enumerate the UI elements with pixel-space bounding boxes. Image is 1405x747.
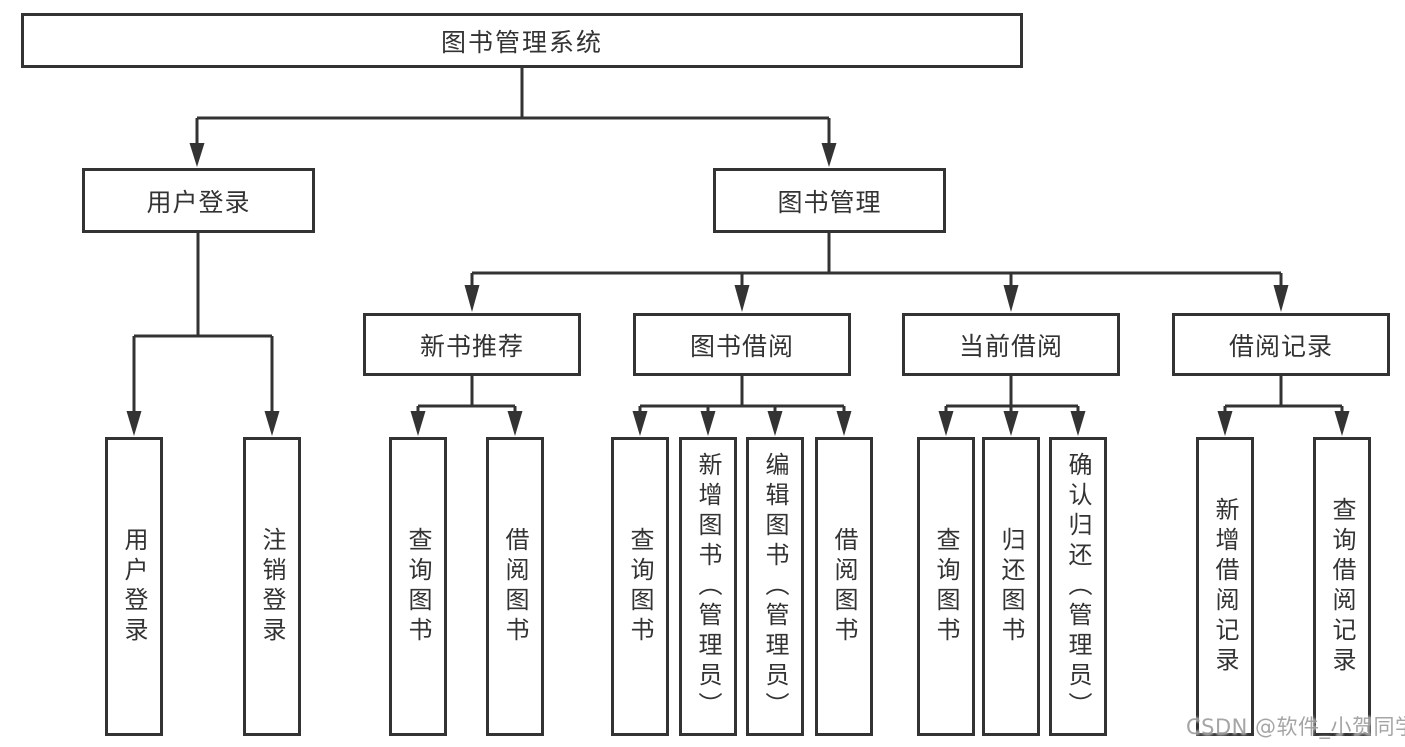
node-book-borrowing-label: 图书借阅 bbox=[689, 331, 794, 361]
leaf-query-books-borrowing: 查询图书 bbox=[611, 437, 669, 736]
leaf-add-borrow-record: 新增借阅记录 bbox=[1196, 437, 1254, 736]
leaf-user-login-label: 用户登录 bbox=[120, 526, 148, 647]
node-current-borrowing-label: 当前借阅 bbox=[958, 331, 1063, 361]
node-borrowing-records-label: 借阅记录 bbox=[1228, 331, 1333, 361]
leaf-return-books: 归还图书 bbox=[982, 437, 1040, 736]
node-library-management-system-label: 图书管理系统 bbox=[440, 27, 603, 57]
node-user-login-label: 用户登录 bbox=[146, 187, 251, 217]
leaf-confirm-return-admin-label: 确认归还（管理员） bbox=[1064, 451, 1092, 722]
node-new-book-recommendation-label: 新书推荐 bbox=[419, 331, 524, 361]
leaf-user-login: 用户登录 bbox=[105, 437, 163, 736]
leaf-borrow-books-borrowing-label: 借阅图书 bbox=[830, 526, 858, 647]
leaf-borrow-books-recommend: 借阅图书 bbox=[486, 437, 544, 736]
leaf-borrow-books-recommend-label: 借阅图书 bbox=[501, 526, 529, 647]
node-book-management-label: 图书管理 bbox=[777, 187, 882, 217]
node-new-book-recommendation: 新书推荐 bbox=[363, 313, 581, 376]
leaf-query-borrow-record: 查询借阅记录 bbox=[1313, 437, 1371, 736]
leaf-confirm-return-admin: 确认归还（管理员） bbox=[1049, 437, 1107, 736]
node-borrowing-records: 借阅记录 bbox=[1172, 313, 1390, 376]
leaf-edit-book-admin: 编辑图书（管理员） bbox=[746, 437, 804, 736]
leaf-query-borrow-record-label: 查询借阅记录 bbox=[1328, 496, 1356, 677]
leaf-query-books-current-label: 查询图书 bbox=[932, 526, 960, 647]
leaf-logout: 注销登录 bbox=[243, 437, 301, 736]
leaf-borrow-books-borrowing: 借阅图书 bbox=[815, 437, 873, 736]
node-user-login: 用户登录 bbox=[82, 168, 315, 233]
leaf-edit-book-admin-label: 编辑图书（管理员） bbox=[761, 451, 789, 722]
leaf-add-book-admin: 新增图书（管理员） bbox=[679, 437, 737, 736]
leaf-query-books-recommend-label: 查询图书 bbox=[404, 526, 432, 647]
arrowheads bbox=[126, 143, 1350, 436]
leaf-query-books-recommend: 查询图书 bbox=[389, 437, 447, 736]
node-current-borrowing: 当前借阅 bbox=[902, 313, 1120, 376]
node-library-management-system: 图书管理系统 bbox=[21, 13, 1023, 68]
node-book-management: 图书管理 bbox=[713, 168, 946, 233]
node-book-borrowing: 图书借阅 bbox=[633, 313, 851, 376]
leaf-logout-label: 注销登录 bbox=[258, 526, 286, 647]
leaf-query-books-current: 查询图书 bbox=[917, 437, 975, 736]
leaf-return-books-label: 归还图书 bbox=[997, 526, 1025, 647]
leaf-add-borrow-record-label: 新增借阅记录 bbox=[1211, 496, 1239, 677]
watermark-text: CSDN @软件_小贺同学 bbox=[1186, 715, 1405, 739]
leaf-query-books-borrowing-label: 查询图书 bbox=[626, 526, 654, 647]
leaf-add-book-admin-label: 新增图书（管理员） bbox=[694, 451, 722, 722]
